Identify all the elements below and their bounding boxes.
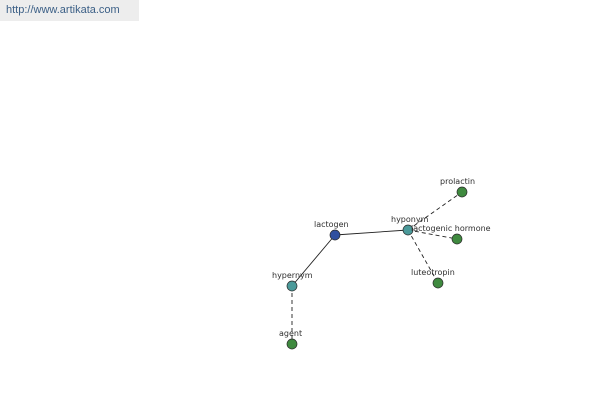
node-luteotropin[interactable] bbox=[432, 277, 444, 289]
node-lactogen[interactable] bbox=[329, 229, 341, 241]
node-label-hypernym: hypernym bbox=[272, 271, 313, 280]
node-label-prolactin: prolactin bbox=[440, 177, 475, 186]
node-lactogenic-hormone[interactable] bbox=[451, 233, 463, 245]
node-label-hyponym: hyponym bbox=[391, 215, 429, 224]
labels-layer: lactogen hyponym hypernym prolactin lactogen… bbox=[272, 177, 491, 338]
node-label-lactogenic-hormone: lactogenic hormone bbox=[411, 224, 491, 233]
node-hyponym[interactable] bbox=[402, 224, 414, 236]
node-hypernym[interactable] bbox=[286, 280, 298, 292]
node-label-agent: agent bbox=[279, 329, 302, 338]
node-agent[interactable] bbox=[286, 338, 298, 350]
edges-layer bbox=[291, 191, 463, 344]
edge-lactogen-to-hypernym bbox=[291, 234, 336, 287]
node-prolactin[interactable] bbox=[456, 186, 468, 198]
node-label-luteotropin: luteotropin bbox=[411, 268, 455, 277]
node-label-lactogen: lactogen bbox=[314, 220, 349, 229]
edge-hyponym-to-lactogenic-hormone bbox=[407, 229, 458, 240]
edge-lactogen-to-hyponym bbox=[334, 229, 409, 236]
edge-hyponym-to-luteotropin bbox=[407, 229, 439, 284]
site-url-banner[interactable]: http://www.artikata.com bbox=[0, 0, 139, 21]
nodes-layer bbox=[286, 186, 468, 350]
